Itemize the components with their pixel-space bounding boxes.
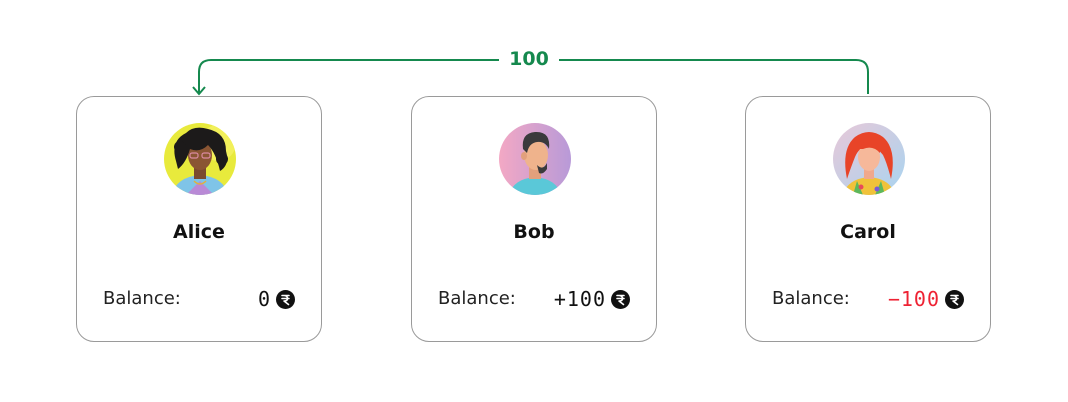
balance-label: Balance: bbox=[103, 288, 181, 309]
balance-label: Balance: bbox=[438, 288, 516, 309]
currency-coin-icon bbox=[945, 289, 964, 309]
balance: −100 bbox=[888, 287, 964, 311]
man-beard-avatar-icon bbox=[499, 123, 571, 195]
transfer-arrow-head bbox=[192, 86, 206, 96]
currency-coin-icon bbox=[611, 289, 630, 309]
balance: +100 bbox=[554, 287, 630, 311]
woman-red-hair-avatar-icon bbox=[833, 123, 905, 195]
participant-card-bob: Bob Balance: +100 bbox=[411, 96, 657, 342]
currency-coin-icon bbox=[276, 289, 295, 309]
balance-value: +100 bbox=[553, 287, 606, 311]
balance-label: Balance: bbox=[772, 288, 850, 309]
woman-curly-hair-avatar-icon bbox=[164, 123, 236, 195]
participant-card-alice: Alice Balance: 0 bbox=[76, 96, 322, 342]
participant-name: Carol bbox=[840, 221, 896, 243]
balance-value: 0 bbox=[257, 287, 271, 311]
participant-card-carol: Carol Balance: −100 bbox=[745, 96, 991, 342]
balance-value: −100 bbox=[887, 287, 940, 311]
participant-name: Bob bbox=[513, 221, 555, 243]
transfer-amount: 100 bbox=[499, 48, 559, 70]
balance: 0 bbox=[258, 287, 295, 311]
participant-name: Alice bbox=[173, 221, 225, 243]
